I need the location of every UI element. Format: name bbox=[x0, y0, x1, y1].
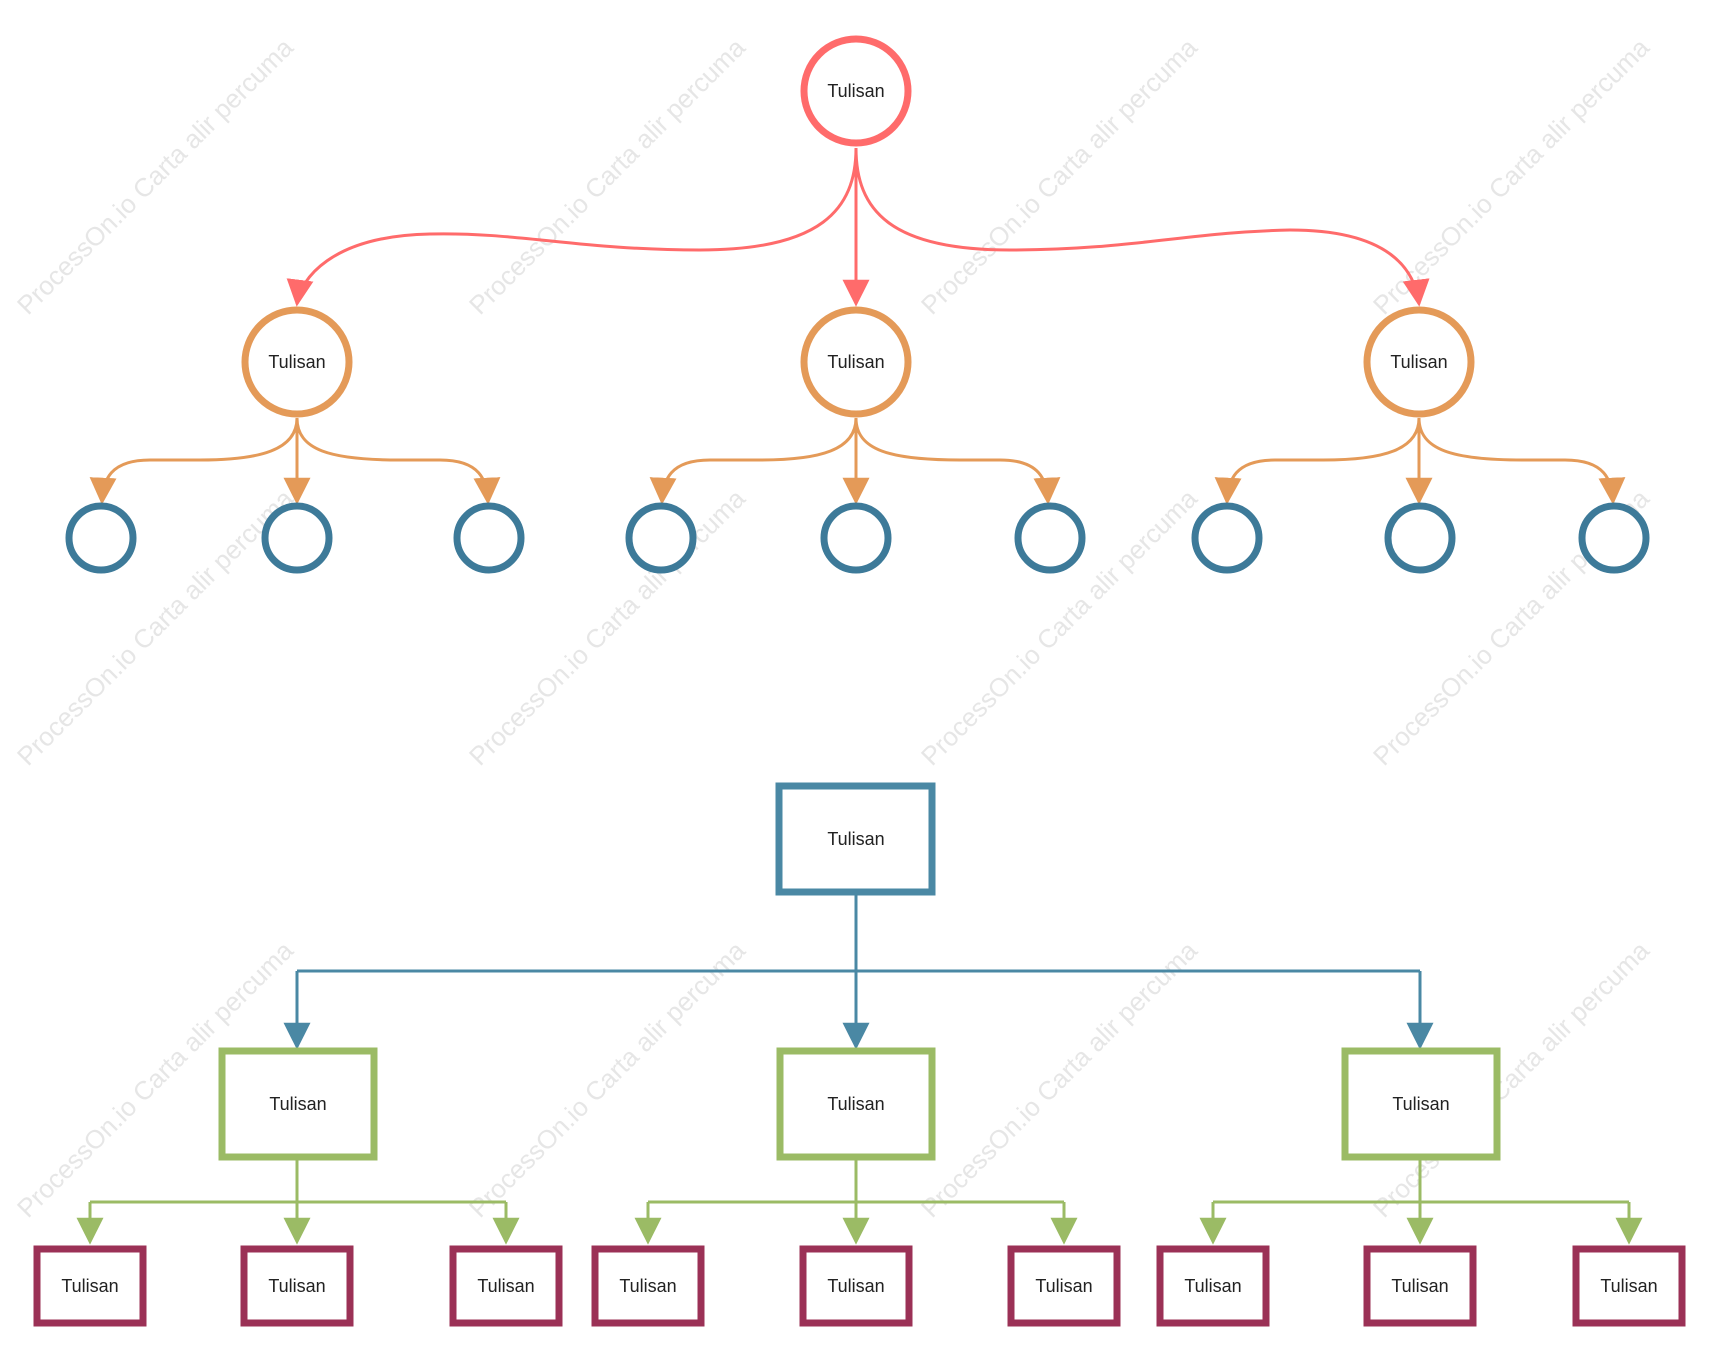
connector-root-to-right bbox=[854, 147, 1430, 307]
box-level1-node-3[interactable] bbox=[1341, 1047, 1501, 1161]
box-level1-node-2[interactable] bbox=[776, 1047, 936, 1161]
circle-level1-node-3[interactable] bbox=[1363, 306, 1475, 418]
connector-root-to-left bbox=[286, 147, 858, 307]
watermark-text: ProcessOn.io Carta alir percuma bbox=[463, 935, 751, 1223]
box-leaf-node-3-1[interactable] bbox=[1156, 1245, 1270, 1327]
circle-tree-nodes: Tulisan Tulisan Tulisan Tulisan bbox=[65, 35, 1650, 574]
circle-leaf-node-1-1[interactable] bbox=[65, 502, 137, 574]
box-level1-label-1: Tulisan bbox=[269, 1094, 326, 1114]
circle-level1-label-2: Tulisan bbox=[827, 352, 884, 372]
circle-root-label: Tulisan bbox=[827, 81, 884, 101]
box-leaf-label-2-2: Tulisan bbox=[827, 1276, 884, 1296]
watermark-text: ProcessOn.io Carta alir percuma bbox=[11, 32, 299, 320]
circle-root-node[interactable] bbox=[800, 35, 912, 147]
box-leaf-node-3-3[interactable] bbox=[1572, 1245, 1686, 1327]
circle-leaf-node-2-2[interactable] bbox=[820, 502, 892, 574]
box-root-label: Tulisan bbox=[827, 829, 884, 849]
circle-leaf-node-3-1[interactable] bbox=[1191, 502, 1263, 574]
box-leaf-label-3-3: Tulisan bbox=[1600, 1276, 1657, 1296]
box-leaf-label-1-1: Tulisan bbox=[61, 1276, 118, 1296]
watermark-text: ProcessOn.io Carta alir percuma bbox=[463, 32, 751, 320]
circle-leaf-node-3-2[interactable] bbox=[1384, 502, 1456, 574]
watermark-text: ProcessOn.io Carta alir percuma bbox=[915, 935, 1203, 1223]
box-leaf-label-2-3: Tulisan bbox=[1035, 1276, 1092, 1296]
box-level1-label-2: Tulisan bbox=[827, 1094, 884, 1114]
connector-right-to-child-3 bbox=[1417, 417, 1626, 505]
connector-center-to-child-3 bbox=[854, 417, 1061, 505]
box-leaf-node-1-2[interactable] bbox=[240, 1245, 354, 1327]
box-root-node[interactable] bbox=[775, 782, 936, 896]
box-leaf-node-2-1[interactable] bbox=[591, 1245, 705, 1327]
box-leaf-label-2-1: Tulisan bbox=[619, 1276, 676, 1296]
box-leaf-label-1-3: Tulisan bbox=[477, 1276, 534, 1296]
watermark-text: ProcessOn.io Carta alir percuma bbox=[915, 32, 1203, 320]
connector-right-to-child-1 bbox=[1214, 417, 1421, 505]
box-leaf-label-3-1: Tulisan bbox=[1184, 1276, 1241, 1296]
circle-level1-node-1[interactable] bbox=[241, 306, 353, 418]
connector-left-to-child-3 bbox=[295, 417, 501, 505]
connector-left-to-child-1 bbox=[89, 417, 299, 505]
box-leaf-node-2-2[interactable] bbox=[799, 1245, 913, 1327]
circle-tree-connectors bbox=[89, 147, 1626, 505]
circle-leaf-node-2-1[interactable] bbox=[625, 502, 697, 574]
watermark-text: ProcessOn.io Carta alir percuma bbox=[11, 483, 299, 771]
circle-leaf-node-3-3[interactable] bbox=[1578, 502, 1650, 574]
circle-leaf-node-2-3[interactable] bbox=[1014, 502, 1086, 574]
box-level1-node-1[interactable] bbox=[218, 1047, 378, 1161]
box-level1-label-3: Tulisan bbox=[1392, 1094, 1449, 1114]
box-tree-connectors bbox=[76, 893, 1643, 1245]
connector-center-to-child-1 bbox=[649, 417, 858, 505]
circle-leaf-node-1-3[interactable] bbox=[453, 502, 525, 574]
circle-level1-node-2[interactable] bbox=[800, 306, 912, 418]
box-tree-nodes: Tulisan Tulisan Tulisan Tulisan Tulisan … bbox=[33, 782, 1686, 1327]
box-leaf-node-3-2[interactable] bbox=[1363, 1245, 1477, 1327]
box-leaf-label-1-2: Tulisan bbox=[268, 1276, 325, 1296]
box-leaf-node-2-3[interactable] bbox=[1007, 1245, 1121, 1327]
circle-level1-label-3: Tulisan bbox=[1390, 352, 1447, 372]
box-leaf-node-1-3[interactable] bbox=[449, 1245, 563, 1327]
circle-level1-label-1: Tulisan bbox=[268, 352, 325, 372]
box-leaf-node-1-1[interactable] bbox=[33, 1245, 147, 1327]
box-leaf-label-3-2: Tulisan bbox=[1391, 1276, 1448, 1296]
circle-leaf-node-1-2[interactable] bbox=[261, 502, 333, 574]
